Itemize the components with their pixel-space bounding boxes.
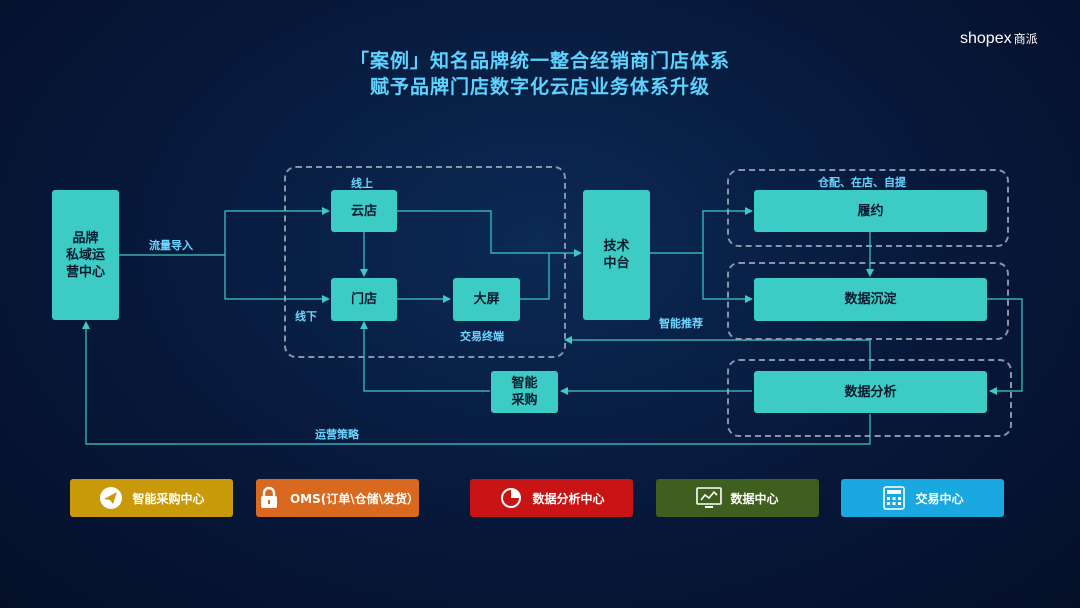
store-node: 门店 <box>331 278 397 321</box>
legend-smart-purchase-center: 智能采购中心 <box>70 479 233 517</box>
brand-private-ops-node: 品牌 私域运 营中心 <box>52 190 119 320</box>
legend-label: 智能采购中心 <box>132 491 205 506</box>
cloud-store-node: 云店 <box>331 190 397 232</box>
wire-to-store <box>224 255 330 303</box>
wire-to-cloud-store <box>224 207 330 255</box>
smart-recommend-label: 智能推荐 <box>659 317 703 330</box>
legend-label: 数据中心 <box>730 491 779 506</box>
pie-chart-icon <box>498 485 524 511</box>
online-offline-group <box>284 166 566 358</box>
lock-icon <box>256 485 282 511</box>
wire-smart-recommend <box>564 336 871 370</box>
fulfillment-group <box>727 169 1009 247</box>
legend-label: 交易中心 <box>915 491 964 506</box>
paper-plane-icon <box>98 485 124 511</box>
ops-strategy-label: 运营策略 <box>315 428 359 441</box>
legend-label: 数据分析中心 <box>532 491 605 506</box>
online-label: 线上 <box>351 177 373 190</box>
legend-label: OMS(订单\仓储\发货） <box>289 491 420 506</box>
wire-ops-strategy <box>82 321 871 445</box>
data-analysis-node: 数据分析 <box>754 371 987 413</box>
trade-terminal-label: 交易终端 <box>460 330 504 343</box>
wire-cloud-to-tech <box>397 210 582 257</box>
logo-sub: 商派 <box>1013 32 1038 46</box>
wire-screen-to-tech <box>520 253 550 300</box>
delivery-modes-label: 仓配、在店、自提 <box>818 176 906 189</box>
logo-text: shopex <box>960 30 1012 47</box>
monitor-chart-icon <box>696 485 723 511</box>
data-deposit-node: 数据沉淀 <box>754 278 987 321</box>
traffic-import-label: 流量导入 <box>149 239 193 252</box>
legend-data-center: 数据中心 <box>656 479 819 517</box>
wire-to-fulfillment <box>702 207 753 253</box>
offline-label: 线下 <box>295 310 317 323</box>
fulfillment-node: 履约 <box>754 190 987 232</box>
big-screen-node: 大屏 <box>453 278 520 321</box>
calculator-icon <box>881 485 907 511</box>
data-deposit-group <box>727 262 1009 340</box>
title-line-2: 赋予品牌门店数字化云店业务体系升级 <box>369 76 710 98</box>
smart-purchase-node: 智能 采购 <box>491 371 558 413</box>
wire-purchase-to-store <box>360 321 490 392</box>
wire-deposit-to-analysis <box>987 298 1023 395</box>
legend-oms: OMS(订单\仓储\发货） <box>256 479 419 517</box>
tech-platform-node: 技术 中台 <box>583 190 650 320</box>
legend-data-analysis-center: 数据分析中心 <box>470 479 633 517</box>
title-line-1: 「案例」知名品牌统一整合经销商门店体系 <box>349 50 730 72</box>
legend-trade-center: 交易中心 <box>841 479 1004 517</box>
wire-to-deposit <box>702 253 753 303</box>
